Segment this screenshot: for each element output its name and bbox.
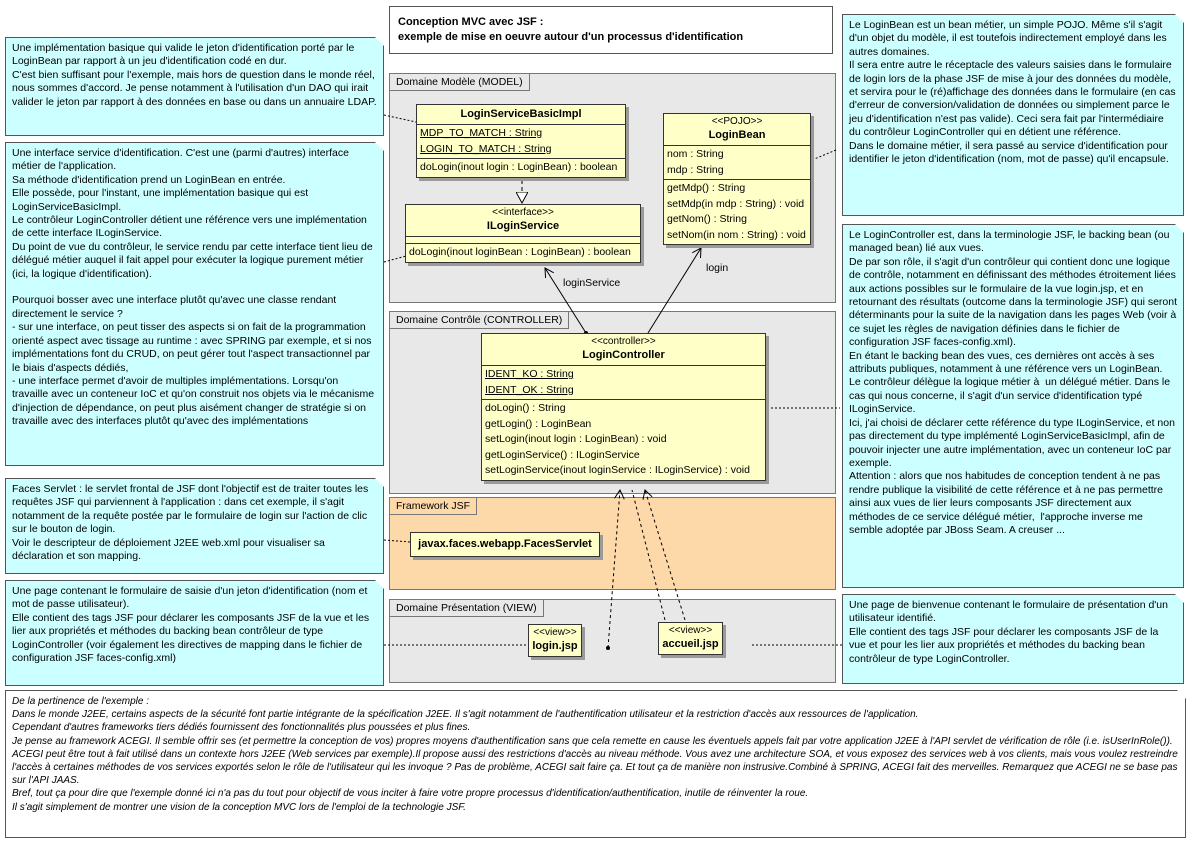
note-bottom: De la pertinence de l'exemple : Dans le … (5, 690, 1186, 838)
bottom-line-2: Dans le monde J2EE, certains aspects de … (12, 709, 919, 721)
title-line-2: exemple de mise en oeuvre autour d'un pr… (398, 31, 744, 43)
bottom-line-6: Il s'agit simplement de montrer une visi… (12, 801, 466, 813)
class-faces-servlet: javax.faces.webapp.FacesServlet (410, 532, 600, 557)
package-model-label: Domaine Modèle (MODEL) (390, 74, 530, 91)
attr-login-to-match: LOGIN_TO_MATCH : String (420, 142, 552, 155)
assoc-login (647, 248, 701, 334)
note-interface: Une interface service d'identification. … (5, 142, 384, 466)
op-dologin: doLogin(inout loginBean : LoginBean) : b… (409, 246, 631, 258)
package-controller-label: Domaine Contrôle (CONTROLLER) (390, 312, 570, 329)
view-login-jsp: <<view>> login.jsp (528, 624, 582, 657)
class-name: accueil.jsp (662, 638, 719, 650)
attr-ident-ok: IDENT_OK : String (485, 383, 574, 396)
op-dologin: doLogin() : String (485, 402, 566, 414)
note-controller: Le LoginController est, dans la terminol… (842, 224, 1184, 588)
assoc-label-loginservice: loginService (563, 277, 621, 289)
bottom-line-3: Cependant d'autres frameworks tiers dédi… (12, 722, 471, 734)
assoc-label-login: login (706, 262, 729, 274)
note-link-bean (811, 149, 837, 161)
stereotype: <<view>> (668, 625, 713, 636)
attr-mdp-to-match: MDP_TO_MATCH : String (420, 127, 543, 139)
class-name: LoginController (582, 349, 665, 361)
op-dologin: doLogin(inout login : LoginBean) : boole… (420, 161, 618, 173)
note-bean: Le LoginBean est un bean métier, un simp… (842, 14, 1184, 216)
stereotype: <<POJO>> (711, 116, 763, 127)
op-getloginservice: getLoginService() : ILoginService (485, 448, 640, 461)
stereotype: <<controller>> (591, 336, 656, 347)
note-impl: Une implémentation basique qui valide le… (5, 37, 384, 136)
dep-accueil-jsp-2 (631, 489, 666, 621)
class-login-service-basic-impl: LoginServiceBasicImpl MDP_TO_MATCH : Str… (416, 104, 626, 178)
note-link-interface (383, 255, 407, 263)
attr-nom: nom : String (667, 148, 724, 160)
class-name: LoginBean (708, 129, 766, 141)
op-getmdp: getMdp() : String (667, 182, 746, 194)
attr-mdp: mdp : String (667, 163, 724, 176)
view-accueil-jsp: <<view>> accueil.jsp (658, 622, 723, 655)
class-name: login.jsp (532, 640, 578, 652)
bottom-line-1: De la pertinence de l'exemple : (12, 696, 149, 707)
class-login-bean: <<POJO>> LoginBean nom : String mdp : St… (663, 113, 811, 245)
dep-login-jsp (607, 490, 620, 649)
note-link-impl (383, 114, 417, 123)
op-getlogin: getLogin() : LoginBean (485, 417, 592, 430)
diagram-title: Conception MVC avec JSF : exemple de mis… (389, 6, 833, 54)
class-login-controller: <<controller>> LoginController IDENT_KO … (481, 333, 766, 481)
class-name: LoginServiceBasicImpl (460, 108, 582, 120)
package-view: Domaine Présentation (VIEW) (389, 599, 836, 683)
note-servlet: Faces Servlet : le servlet frontal de JS… (5, 478, 384, 574)
assoc-loginservice (545, 268, 587, 334)
package-view-label: Domaine Présentation (VIEW) (390, 600, 544, 617)
op-setlogin: setLogin(inout login : LoginBean) : void (485, 433, 667, 445)
class-name: javax.faces.webapp.FacesServlet (418, 538, 592, 550)
attr-ident-ko: IDENT_KO : String (485, 368, 574, 380)
package-framework-label: Framework JSF (390, 498, 478, 515)
title-line-1: Conception MVC avec JSF : (398, 16, 544, 28)
op-setnom: setNom(in nom : String) : void (667, 228, 806, 241)
note-welcome: Une page de bienvenue contenant le formu… (842, 594, 1184, 684)
bottom-line-4: Je pense au framework ACEGI. Il semble o… (12, 735, 1178, 787)
note-login-page: Une page contenant le formulaire de sais… (5, 580, 384, 686)
stereotype: <<interface>> (492, 207, 554, 218)
note-link-servlet (383, 539, 411, 543)
bottom-line-5: Bref, tout ça pour dire que l'exemple do… (12, 788, 809, 800)
class-ilogin-service: <<interface>> ILoginService doLogin(inou… (405, 204, 641, 263)
op-getnom: getNom() : String (667, 213, 747, 225)
dep-accueil-jsp-1 (645, 490, 686, 621)
op-setloginservice: setLoginService(inout loginService : ILo… (485, 464, 750, 476)
class-name: ILoginService (486, 220, 560, 232)
stereotype: <<view>> (533, 627, 577, 638)
op-setmdp: setMdp(in mdp : String) : void (667, 197, 805, 210)
